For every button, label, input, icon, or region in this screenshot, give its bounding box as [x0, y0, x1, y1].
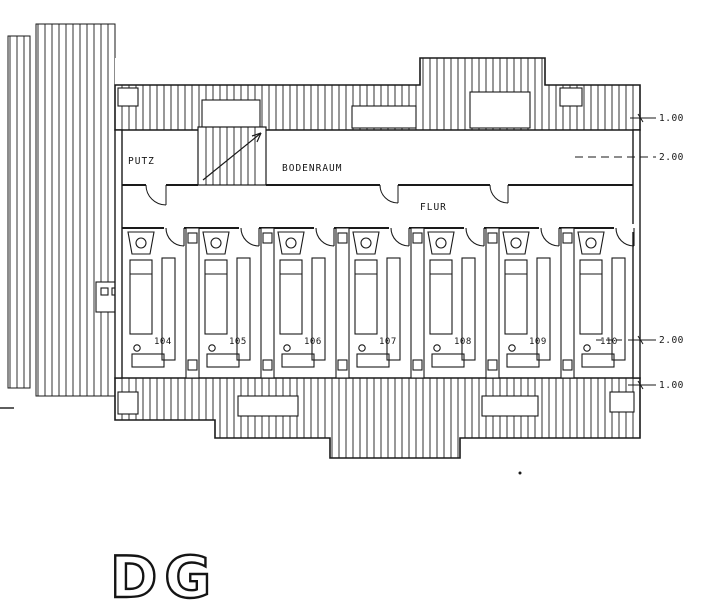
right-exterior-wall [632, 129, 641, 379]
room-number: 106 [304, 337, 322, 347]
left-exterior-wall [114, 129, 123, 379]
room-unit: 106 [277, 223, 335, 368]
stair-direction-arrow [202, 132, 262, 181]
flur-label: FLUR [420, 202, 447, 213]
room-number: 107 [379, 337, 397, 347]
room-unit: 109 [502, 223, 560, 368]
dimension-label: 1.00 [659, 113, 684, 124]
dimension-label: 2.00 [659, 152, 684, 163]
roof-plane-main [35, 23, 116, 397]
room-unit: 108 [427, 223, 485, 368]
putz-label: PUTZ [128, 156, 155, 167]
room-number: 105 [229, 337, 247, 347]
room-unit: 107 [352, 223, 410, 368]
bodenraum-label: BODENRAUM [282, 163, 342, 174]
room-unit: 110 [577, 223, 635, 368]
room-number: 109 [529, 337, 547, 347]
dimension-label: 1.00 [659, 380, 684, 391]
top-roof-band-dormers [117, 87, 583, 129]
room-unit: 105 [202, 223, 260, 368]
room-number: 104 [154, 337, 172, 347]
bottom-roof-band-dormers [117, 391, 635, 417]
floor-title: DG [110, 545, 218, 607]
dot-mark [518, 471, 522, 475]
dimension-label: 2.00 [659, 335, 684, 346]
room-unit: 104 [127, 223, 185, 368]
dimension-marks [575, 113, 656, 390]
upper-door-swings [145, 184, 509, 206]
staircase [197, 126, 267, 186]
room-number: 110 [600, 337, 618, 347]
room-number: 108 [454, 337, 472, 347]
roof-plane-left-strip [7, 35, 31, 389]
